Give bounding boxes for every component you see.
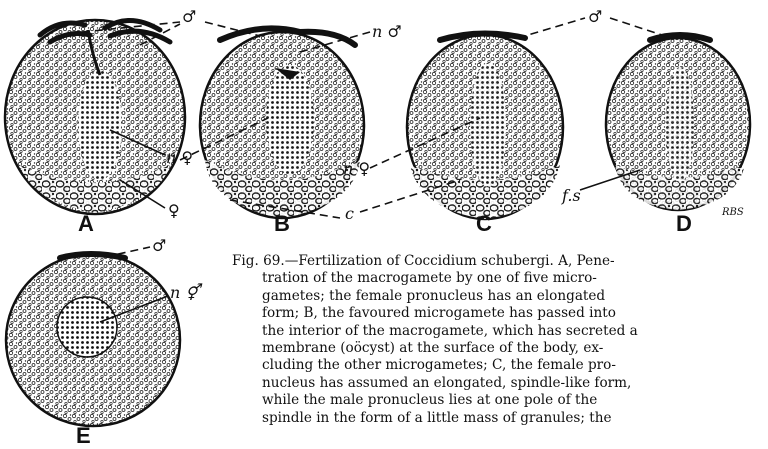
caption-line: while the male pronucleus lies at one po… [232, 392, 764, 409]
caption-line: gametes; the female pronucleus has an el… [232, 288, 764, 305]
cell-a [5, 20, 185, 214]
caption-line: nucleus has assumed an elongated, spindl… [232, 375, 764, 392]
caption-line: cluding the other microgametes; C, the f… [232, 357, 764, 374]
cell-e [6, 254, 180, 426]
male-symbol-top-right: ♂ [588, 9, 602, 25]
fs-label: f.s [562, 188, 581, 204]
signature-mark: RBS [722, 208, 744, 218]
panel-label-e: E [76, 425, 91, 447]
cell-c [407, 33, 563, 219]
female-symbol: ♀ [168, 203, 180, 219]
caption-line: membrane (oöcyst) at the surface of the … [232, 340, 764, 357]
caption-line: the interior of the macrogamete, which h… [232, 323, 764, 340]
figure-caption: Fig. 69.—Fertilization of Coccidium schu… [232, 253, 764, 449]
male-symbol-top-left: ♂ [182, 9, 196, 25]
c-label: c [345, 206, 354, 222]
caption-line: tration of the macrogamete by one of fiv… [232, 270, 764, 287]
cell-b [200, 28, 364, 218]
caption-line: form; B, the favoured microgamete has pa… [232, 305, 764, 322]
panel-label-a: A [78, 213, 94, 235]
n-female-label-c: n ♀ [343, 161, 370, 177]
n-female-label-a: n ♀ [166, 150, 193, 166]
n-male-label: n ♂ [372, 24, 402, 40]
caption-line: Fig. 69.—Fertilization of Coccidium schu… [232, 253, 764, 270]
panel-label-c: C [476, 213, 492, 235]
male-symbol-e: ♂ [152, 238, 166, 254]
n-hermaphrodite-label: n ⚥ [170, 285, 200, 301]
panel-label-d: D [676, 213, 692, 235]
cell-d [606, 35, 750, 210]
panel-label-b: B [274, 213, 290, 235]
caption-line: spindle in the form of a little mass of … [232, 410, 764, 427]
